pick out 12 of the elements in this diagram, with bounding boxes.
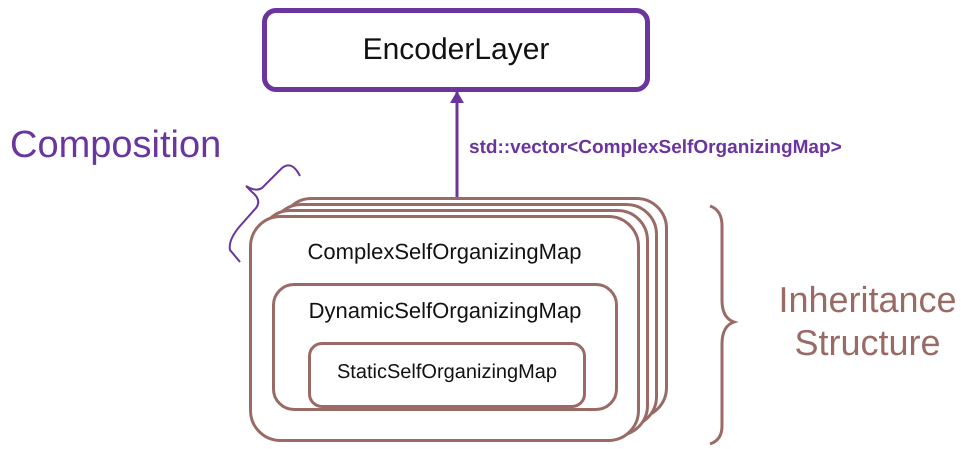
edge-label: std::vector<ComplexSelfOrganizingMap>	[469, 137, 842, 159]
inheritance-label: Inheritance Structure	[777, 278, 958, 364]
composition-label: Composition	[10, 123, 222, 168]
class-name: ComplexSelfOrganizingMap	[306, 239, 582, 265]
class-box	[272, 283, 618, 411]
stacked-class-box	[249, 197, 669, 443]
class-box	[262, 8, 650, 92]
class-box	[308, 342, 586, 408]
class-name: EncoderLayer	[362, 33, 550, 67]
arrow	[450, 91, 464, 197]
class-name: DynamicSelfOrganizingMap	[308, 298, 582, 324]
class-name: StaticSelfOrganizingMap	[336, 361, 558, 384]
